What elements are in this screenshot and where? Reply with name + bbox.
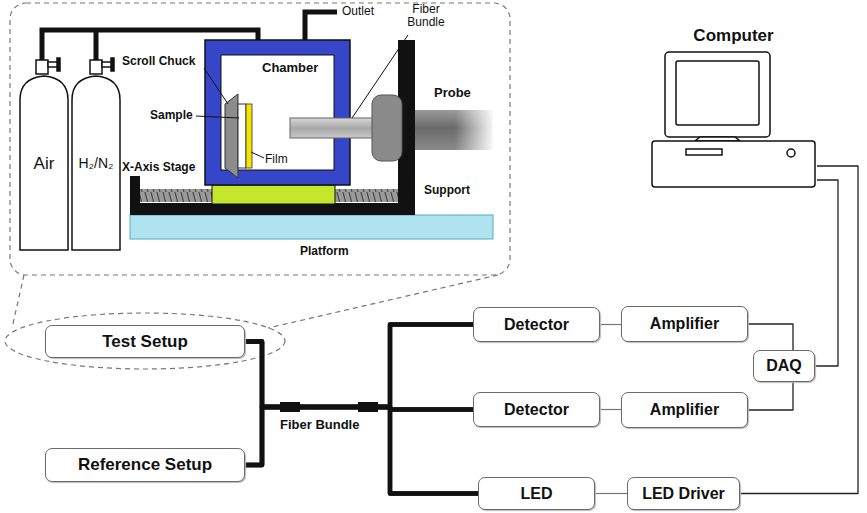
part-label: H₂/N₂ bbox=[73, 156, 119, 171]
computer-node: Computer bbox=[650, 26, 817, 188]
part-label: Outlet bbox=[342, 5, 374, 18]
node-label: DAQ bbox=[766, 357, 802, 375]
part-label: Probe bbox=[434, 86, 471, 100]
film bbox=[246, 104, 252, 168]
connector-line bbox=[245, 342, 478, 494]
node-label: Detector bbox=[504, 316, 569, 334]
connector-line bbox=[245, 325, 473, 408]
node-label: Reference Setup bbox=[78, 455, 212, 475]
part-label: Fiber Bundle bbox=[280, 418, 359, 432]
amplifier-box: Amplifier bbox=[621, 306, 748, 342]
connector-line bbox=[245, 407, 478, 494]
chamber bbox=[205, 40, 350, 185]
connector-line bbox=[245, 342, 473, 410]
part-label: Film bbox=[265, 153, 288, 166]
inset-outline bbox=[5, 3, 510, 369]
connector-line bbox=[245, 325, 473, 466]
setup-box: Test Setup bbox=[45, 325, 245, 358]
probe-head bbox=[372, 95, 402, 161]
chamber-interior bbox=[221, 55, 334, 170]
connector-line bbox=[600, 409, 621, 410]
part-label: Chamber bbox=[262, 61, 318, 75]
connector-line bbox=[595, 493, 627, 494]
node-label: LED bbox=[521, 485, 553, 503]
platform bbox=[130, 215, 493, 239]
computer-icon bbox=[652, 52, 815, 187]
node-label: Amplifier bbox=[650, 315, 719, 333]
leader-line bbox=[196, 35, 408, 158]
detector-box: Detector bbox=[473, 392, 600, 427]
connector-line bbox=[600, 324, 621, 325]
node-label: Detector bbox=[504, 401, 569, 419]
connector-line bbox=[245, 407, 473, 465]
connector-line bbox=[748, 324, 793, 350]
node-label: Test Setup bbox=[102, 332, 188, 352]
connector-line bbox=[815, 180, 838, 366]
fiber-bundle bbox=[290, 118, 374, 138]
detector-box: Detector bbox=[473, 307, 600, 342]
node-label: LED Driver bbox=[642, 485, 725, 503]
gas-cylinder bbox=[20, 58, 120, 250]
driver-box: LED Driver bbox=[627, 477, 740, 510]
connector-line bbox=[748, 382, 793, 410]
probe-fade bbox=[455, 108, 495, 152]
part-label: Support bbox=[424, 184, 470, 197]
led-box: LED bbox=[478, 477, 595, 510]
part-label: Sample bbox=[150, 109, 193, 122]
sample bbox=[238, 104, 246, 168]
daq-box: DAQ bbox=[753, 350, 815, 382]
part-label: Scroll Chuck bbox=[122, 55, 195, 68]
part-label: Fiber Bundle bbox=[400, 3, 452, 29]
part-label: X-Axis Stage bbox=[122, 161, 195, 174]
part-label: Air bbox=[26, 155, 62, 174]
scroll-chuck bbox=[225, 94, 238, 178]
part-label: Platform bbox=[300, 245, 349, 258]
node-label: Amplifier bbox=[650, 401, 719, 419]
outlet-pipe bbox=[305, 12, 337, 40]
setup-box: Reference Setup bbox=[45, 448, 245, 482]
connector-line bbox=[740, 166, 858, 494]
node-label: Computer bbox=[693, 26, 773, 46]
amplifier-box: Amplifier bbox=[621, 392, 748, 428]
stage-carriage bbox=[212, 185, 335, 204]
